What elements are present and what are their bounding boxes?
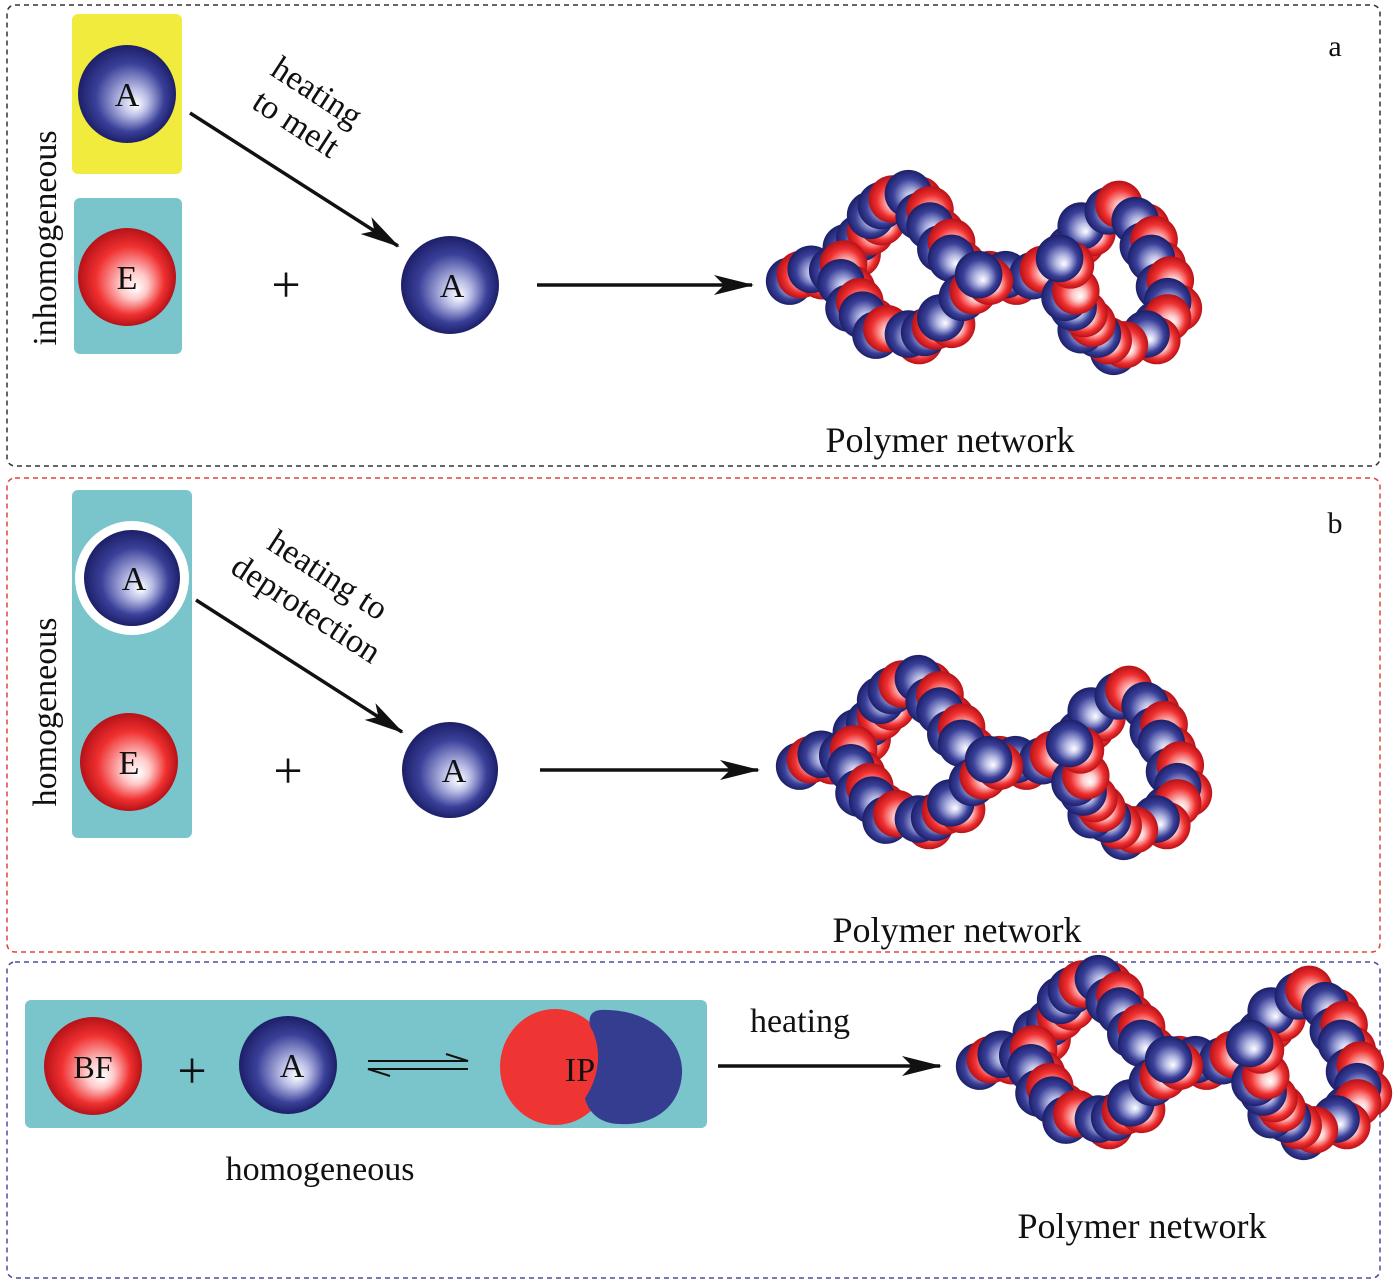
polymer-network-a bbox=[765, 169, 1203, 376]
svg-text:IP: IP bbox=[565, 1052, 595, 1089]
label-homogeneous-c: homogeneous bbox=[226, 1151, 415, 1188]
svg-text:A: A bbox=[440, 268, 465, 305]
svg-text:E: E bbox=[119, 745, 140, 782]
label-heating-to-deprotection: heating to deprotection bbox=[225, 523, 395, 671]
sphere-A-reactant: A bbox=[78, 45, 176, 143]
plus-sign-a: + bbox=[271, 257, 300, 314]
sphere-E-reactant: E bbox=[78, 228, 176, 326]
svg-text:A: A bbox=[115, 77, 140, 114]
arrow-heating-to-melt bbox=[189, 111, 400, 248]
sphere-A-deprotected: A bbox=[402, 722, 498, 818]
panel-c-border bbox=[6, 961, 1381, 1279]
network-bead bbox=[1045, 719, 1094, 768]
arrow-heating-to-deprotection bbox=[195, 598, 404, 734]
svg-text:A: A bbox=[442, 753, 467, 790]
sphere-A-protected: A bbox=[75, 521, 189, 635]
panel-a-border bbox=[6, 4, 1381, 467]
sphere-A-c: A bbox=[239, 1016, 337, 1114]
ion-pair-complex: IP bbox=[500, 1009, 683, 1125]
equilibrium-arrows bbox=[367, 1053, 469, 1077]
sphere-E-reactant-b: E bbox=[80, 713, 178, 811]
panel-b-label: b bbox=[1328, 507, 1343, 540]
panel-a: a inhomogeneous A E heating to melt + A … bbox=[6, 4, 1381, 467]
panel-a-side-label: inhomogeneous bbox=[27, 130, 64, 345]
panel-b-side-label: homogeneous bbox=[27, 618, 64, 807]
svg-text:A: A bbox=[280, 1048, 305, 1085]
svg-text:BF: BF bbox=[73, 1049, 112, 1085]
network-bead bbox=[964, 735, 1013, 784]
panel-b: b homogeneous A E heating to deprotectio… bbox=[6, 477, 1381, 953]
svg-text:A: A bbox=[122, 561, 147, 598]
label-heating-to-melt: heating to melt bbox=[246, 50, 369, 166]
plus-sign-c: + bbox=[177, 1043, 206, 1100]
network-bead bbox=[1035, 234, 1084, 283]
svg-text:E: E bbox=[117, 260, 138, 297]
label-heating-c: heating bbox=[750, 1003, 850, 1040]
polymer-network-caption-c: Polymer network bbox=[1018, 1206, 1267, 1246]
network-bead bbox=[954, 250, 1003, 299]
polymer-network-b bbox=[775, 654, 1213, 861]
polymer-network-caption-b: Polymer network bbox=[833, 910, 1082, 950]
sphere-BF: BF bbox=[44, 1017, 142, 1115]
panel-b-border bbox=[6, 477, 1381, 953]
polymer-network-caption-a: Polymer network bbox=[826, 420, 1075, 460]
sphere-A-melted: A bbox=[401, 236, 499, 334]
network-bead bbox=[1225, 1019, 1274, 1068]
panel-a-label: a bbox=[1328, 30, 1341, 63]
polymer-network-c bbox=[955, 954, 1393, 1161]
network-bead bbox=[1144, 1035, 1193, 1084]
panel-c: c BF + A IP heating homogeneous Polymer … bbox=[6, 954, 1393, 1279]
plus-sign-b: + bbox=[273, 743, 302, 800]
